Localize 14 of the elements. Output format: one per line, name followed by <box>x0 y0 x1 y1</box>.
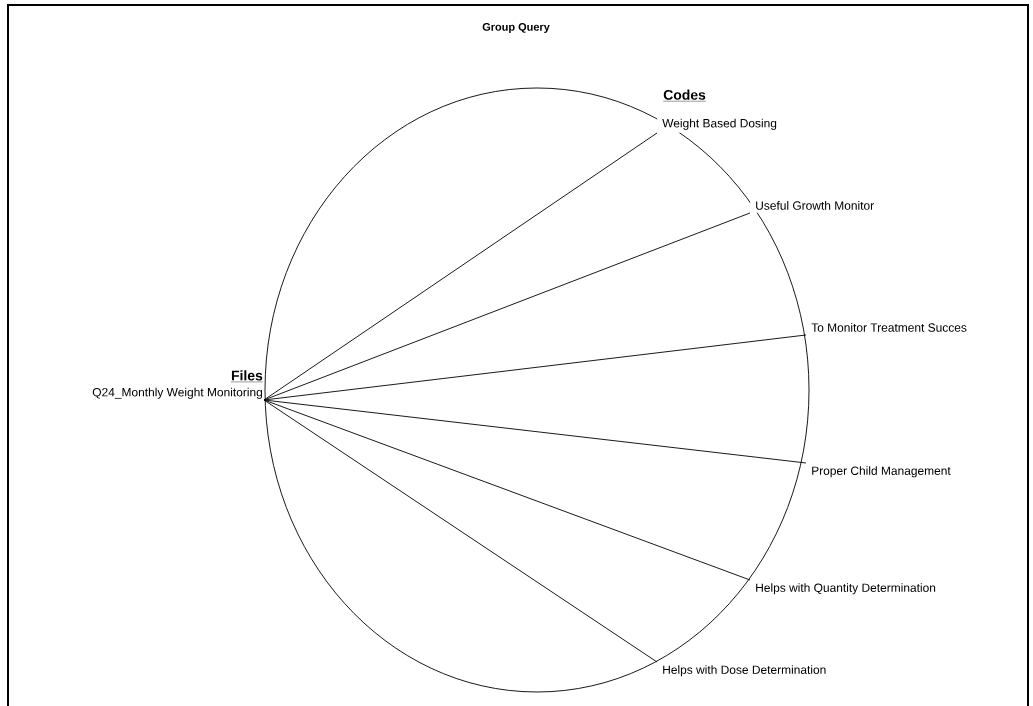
code-label: Weight Based Dosing <box>657 115 782 133</box>
connector-line <box>263 132 658 401</box>
title: Group Query <box>482 23 550 33</box>
connector-line <box>263 212 751 401</box>
connector-line <box>263 334 807 401</box>
code-label: Helps with Quantity Determination <box>750 580 941 598</box>
connector-line <box>263 399 751 581</box>
column-heading: Codes <box>663 89 707 102</box>
code-label: To Monitor Treatment Succes <box>806 320 972 335</box>
connector-line <box>263 399 658 663</box>
code-label: Useful Growth Monitor <box>750 198 880 213</box>
code-label: Proper Child Management <box>806 463 956 481</box>
code-label: Helps with Dose Determination <box>657 662 832 680</box>
file-label: Files Q24_Monthly Weight Monitoring <box>92 370 263 399</box>
